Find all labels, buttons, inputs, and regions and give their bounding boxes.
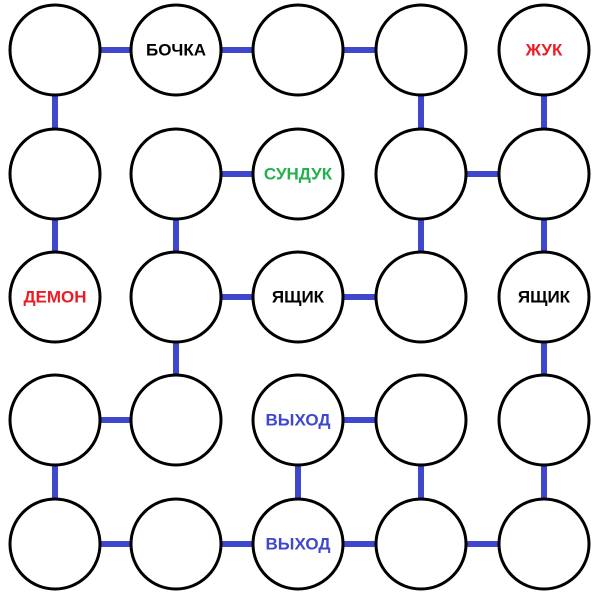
maze-node-r4c4 (497, 497, 591, 591)
maze-node-r0c0 (8, 3, 102, 97)
node-circle (8, 3, 102, 97)
node-circle (251, 497, 345, 591)
maze-node-r4c1 (129, 497, 223, 591)
node-circle (374, 250, 468, 344)
nodes-layer: БОЧКА ЖУК СУНДУК ДЕМОН ЯЩИК ЯЩИК ВЫХОД ВЫХОД (8, 3, 591, 591)
node-circle (374, 127, 468, 221)
maze-node-r3c1 (129, 373, 223, 467)
maze-node-r3c3 (374, 373, 468, 467)
maze-node-r4c2: ВЫХОД (251, 497, 345, 591)
node-label: ВЫХОД (266, 411, 331, 430)
maze-node-r2c2: ЯЩИК (251, 250, 345, 344)
maze-node-r4c0 (8, 497, 102, 591)
maze-node-r1c0 (8, 127, 102, 221)
maze-node-r0c4: ЖУК (497, 3, 591, 97)
maze-node-r3c2: ВЫХОД (251, 373, 345, 467)
maze-node-r2c3 (374, 250, 468, 344)
node-circle (497, 373, 591, 467)
node-label: СУНДУК (264, 165, 333, 184)
node-circle (497, 127, 591, 221)
maze-node-r4c3 (374, 497, 468, 591)
node-circle (251, 127, 345, 221)
node-circle (8, 497, 102, 591)
node-label: БОЧКА (146, 41, 206, 60)
maze-node-r0c1: БОЧКА (129, 3, 223, 97)
node-circle (129, 3, 223, 97)
maze-node-r2c0: ДЕМОН (8, 250, 102, 344)
node-circle (8, 373, 102, 467)
node-label: ЯЩИК (272, 288, 325, 307)
node-circle (374, 373, 468, 467)
node-circle (8, 250, 102, 344)
node-circle (251, 250, 345, 344)
node-label: ВЫХОД (266, 535, 331, 554)
maze-node-r3c0 (8, 373, 102, 467)
node-circle (8, 127, 102, 221)
node-circle (129, 497, 223, 591)
maze-node-r2c1 (129, 250, 223, 344)
maze-node-r3c4 (497, 373, 591, 467)
maze-node-r1c1 (129, 127, 223, 221)
node-circle (129, 373, 223, 467)
node-label: ЖУК (525, 41, 563, 60)
node-label: ДЕМОН (23, 288, 86, 307)
maze-node-r1c2: СУНДУК (251, 127, 345, 221)
node-circle (251, 3, 345, 97)
maze-node-r0c2 (251, 3, 345, 97)
maze-node-r0c3 (374, 3, 468, 97)
node-circle (497, 250, 591, 344)
node-label: ЯЩИК (518, 288, 571, 307)
maze-node-r2c4: ЯЩИК (497, 250, 591, 344)
node-circle (129, 127, 223, 221)
maze-node-r1c3 (374, 127, 468, 221)
node-circle (374, 497, 468, 591)
node-circle (374, 3, 468, 97)
maze-node-r1c4 (497, 127, 591, 221)
node-circle (497, 497, 591, 591)
node-circle (129, 250, 223, 344)
node-circle (497, 3, 591, 97)
node-circle (251, 373, 345, 467)
